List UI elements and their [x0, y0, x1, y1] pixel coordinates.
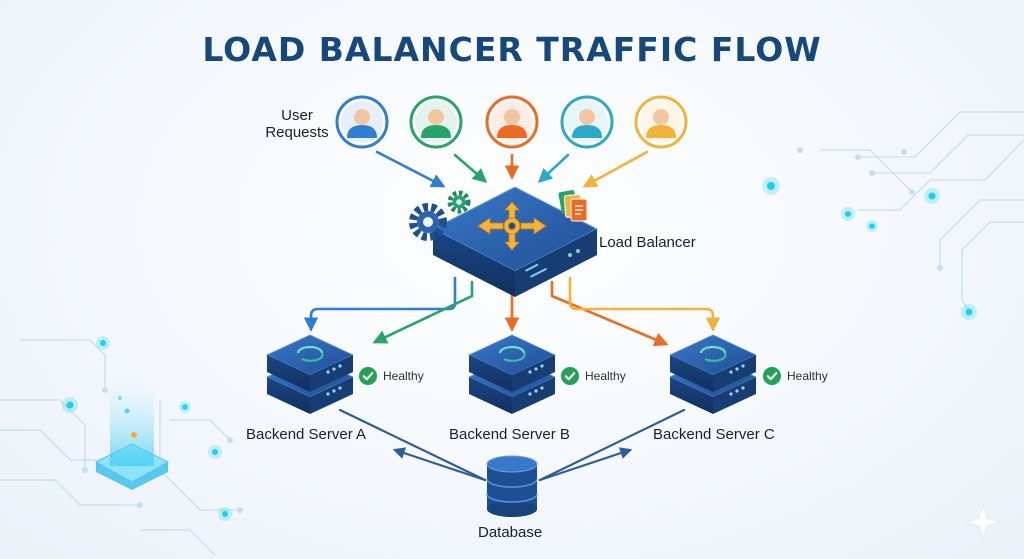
documents-icon — [558, 190, 588, 222]
arrow-user-2-to-lb — [453, 153, 488, 183]
status-badge: Healthy — [763, 367, 828, 385]
link-server-c-to-db — [538, 408, 686, 482]
arrow-user-1-to-lb — [375, 150, 446, 188]
status-text: Healthy — [585, 369, 626, 383]
backend-server-c-label: Backend Server C — [653, 426, 775, 443]
check-circle-icon — [359, 367, 377, 385]
link-db-to-server-a — [392, 447, 487, 482]
link-lb-to-server-c-orange — [550, 280, 669, 347]
user-requests-group — [335, 95, 688, 149]
link-server-a-to-db — [338, 408, 487, 482]
database-label: Database — [478, 524, 543, 541]
user-1-avatar-icon — [335, 95, 389, 149]
check-circle-icon — [561, 367, 579, 385]
status-text: Healthy — [787, 369, 828, 383]
user-4-avatar-icon — [560, 95, 614, 149]
link-db-to-server-c — [538, 447, 633, 482]
arrow-user-4-to-lb — [537, 153, 570, 183]
check-circle-icon — [763, 367, 781, 385]
backend-server-b-label: Backend Server B — [449, 426, 570, 443]
load-balancer-label: Load Balancer — [599, 234, 696, 251]
status-badge: Healthy — [561, 367, 626, 385]
link-lb-to-server-b-green — [372, 280, 474, 344]
glowing-pillar-icon — [94, 378, 170, 490]
arrow-user-5-to-lb — [582, 150, 649, 188]
database-icon — [486, 455, 538, 517]
user-2-avatar-icon — [409, 95, 463, 149]
status-badge: Healthy — [359, 367, 424, 385]
user-3-avatar-icon — [485, 95, 539, 149]
backend-server-a-label: Backend Server A — [246, 426, 367, 443]
routing-arrows-icon — [477, 201, 547, 251]
link-lb-to-server-c-yellow — [568, 276, 721, 332]
sparkle-icon — [964, 503, 1002, 541]
user-5-avatar-icon — [634, 95, 688, 149]
status-text: Healthy — [383, 369, 424, 383]
user-requests-label: User Requests — [265, 107, 329, 141]
diagram-title: LOAD BALANCER TRAFFIC FLOW — [202, 30, 822, 69]
backend-server-a-icon — [267, 335, 353, 414]
gear-icon — [447, 190, 471, 214]
gear-icon — [409, 203, 447, 241]
load-balancer-device — [431, 186, 599, 297]
backend-server-c-icon — [670, 335, 756, 414]
backend-server-b-icon — [469, 335, 555, 414]
